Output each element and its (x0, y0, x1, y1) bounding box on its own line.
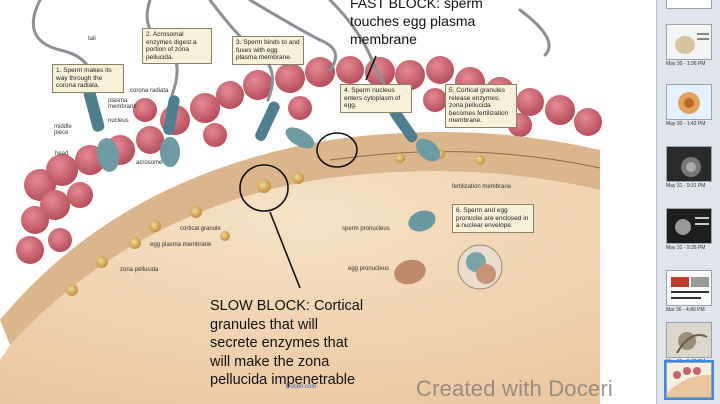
sperm-2 (160, 95, 180, 167)
thumbnail-2-time: May 30 - 1:42 PM (666, 121, 706, 127)
corona-radiata-cells (16, 56, 602, 264)
fast-block-line-1: FAST BLOCK: sperm (350, 0, 483, 11)
label-corona-radiata: corona radiata (130, 88, 169, 94)
fast-block-pointer (365, 55, 377, 81)
slow-block-line-2: granules that will (210, 316, 318, 333)
label-plasma-membrane: plasma membrane (108, 98, 137, 110)
thumbnail-2[interactable]: May 30 - 1:42 PM (666, 84, 712, 127)
thumbnail-3-time: May 31 - 9:31 PM (666, 183, 706, 189)
thumbnail-top-partial[interactable] (666, 0, 712, 9)
callout-step-4: 4. Sperm nucleus enters cytoplasm of egg… (340, 84, 412, 113)
callout-step-1: 1. Sperm makes its way through the coron… (52, 64, 124, 93)
thumbnail-6-image (666, 322, 712, 358)
fertilization-membrane-line (329, 151, 601, 169)
callout-step-6: 6. Sperm and egg pronuclei are enclosed … (452, 204, 534, 233)
label-acrosome: acrosome (136, 160, 163, 166)
thumbnail-3[interactable]: May 31 - 9:31 PM (666, 146, 712, 189)
slow-block-line-4: will make the zona (210, 353, 330, 370)
sperm-4 (389, 107, 441, 162)
label-tail: tail (88, 36, 96, 42)
sperm-1 (83, 88, 120, 172)
label-sperm-pronucleus: sperm pronucleus (342, 226, 390, 232)
fast-block-circle (316, 132, 358, 168)
fast-block-line-2: touches egg plasma (350, 13, 476, 29)
thumbnail-4-image (666, 208, 712, 244)
thumbnail-7-image (664, 360, 714, 400)
slow-block-line-5: pellucida impenetrable (210, 372, 356, 388)
thumbnail-1-image (666, 24, 712, 60)
slow-block-circle (239, 164, 289, 212)
slow-block-line-1: SLOW BLOCK: Cortical (210, 298, 364, 314)
label-egg-plasma-membrane: egg plasma membrane (150, 242, 212, 248)
fused-pronuclei (457, 244, 503, 290)
slow-block-pointer (269, 211, 301, 289)
thumbnail-7-current[interactable] (664, 360, 714, 400)
callout-step-3: 3. Sperm binds to and fuses with egg pla… (232, 36, 304, 65)
thumbnail-1-time: May 30 - 1:36 PM (666, 61, 706, 67)
thumbnail-5[interactable]: Mar 30 - 4:40 PM (666, 270, 712, 313)
sperm-pronucleus (408, 210, 436, 232)
label-head: head (55, 151, 69, 157)
slide-thumbnail-panel[interactable]: May 30 - 1:36 PM May 30 - 1:42 PM May 31… (656, 0, 720, 404)
doceri-watermark: Created with Doceri (416, 376, 613, 401)
label-middle-piece: middle piece (54, 124, 72, 136)
label-fertilization-membrane: fertilization membrane (452, 184, 512, 190)
thumbnail-6[interactable]: May 31 - 9:32 PM (666, 322, 712, 365)
label-zona-pellucida: zona pellucida (120, 267, 159, 273)
thumbnail-4[interactable]: May 31 - 9:35 PM (666, 208, 712, 251)
thumbnail-2-image (666, 84, 712, 120)
slow-block-annotation: SLOW BLOCK: Cortical granules that will … (210, 297, 430, 390)
label-cortical-granule: cortical granule (180, 226, 221, 232)
doceri-link[interactable]: Doceri.com (286, 384, 317, 390)
thumbnail-1[interactable]: May 30 - 1:36 PM (666, 24, 712, 67)
thumbnail-4-time: May 31 - 9:35 PM (666, 245, 706, 251)
fast-block-annotation: FAST BLOCK: sperm touches egg plasma mem… (350, 0, 520, 48)
thumbnail-3-image (666, 146, 712, 182)
label-nucleus: nucleus (108, 118, 129, 124)
sperm-3 (255, 101, 315, 149)
label-egg-pronucleus: egg pronucleus (348, 266, 390, 272)
thumbnail-5-image (666, 270, 712, 306)
fertilization-diagram (0, 0, 602, 404)
thumbnail-5-time: Mar 30 - 4:40 PM (666, 307, 705, 313)
fast-block-line-3: membrane (350, 31, 417, 47)
cortical-granules (66, 149, 485, 296)
slide-canvas[interactable]: 1. Sperm makes its way through the coron… (0, 0, 656, 404)
slow-block-line-3: secrete enzymes that (210, 335, 348, 351)
callout-step-5: 5. Cortical granules release enzymes; zo… (445, 84, 517, 128)
callout-step-2: 2. Acrosomal enzymes digest a portion of… (142, 28, 212, 64)
egg-pronucleus (394, 259, 426, 285)
